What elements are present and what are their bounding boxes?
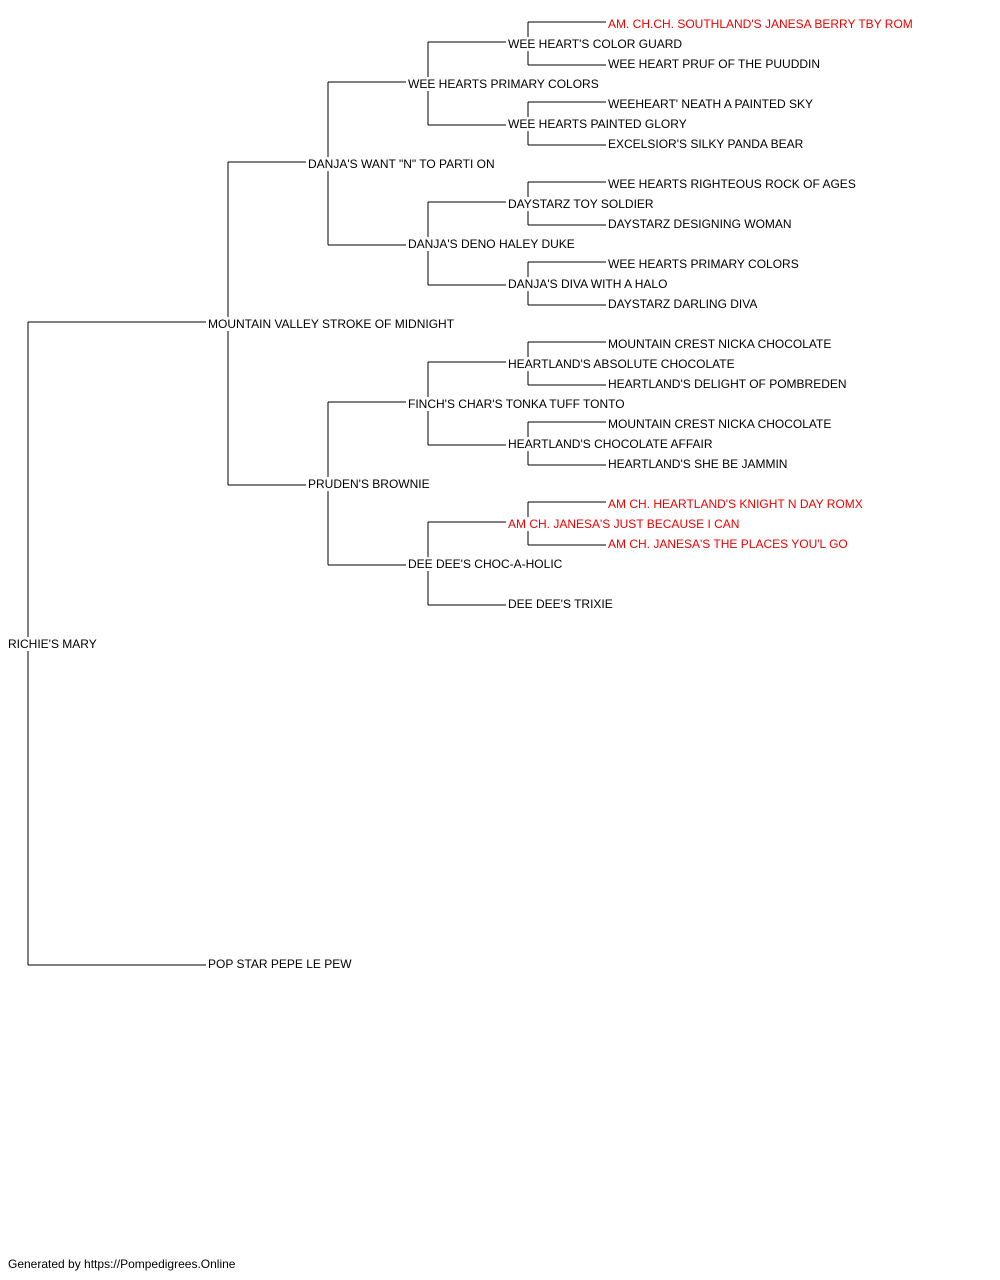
dog-name-sdsd: HEARTLAND'S CHOCOLATE AFFAIR (508, 437, 713, 451)
dog-name-sssd: WEE HEARTS PAINTED GLORY (508, 117, 687, 131)
dog-name-sd: PRUDEN'S BROWNIE (308, 477, 430, 491)
dog-name-sddss: AM CH. HEARTLAND'S KNIGHT N DAY ROMX (608, 497, 863, 511)
dog-name-sdd: DEE DEE'S CHOC-A-HOLIC (408, 557, 563, 571)
dog-name-sdsds: MOUNTAIN CREST NICKA CHOCOLATE (608, 417, 832, 431)
dog-name-ssss: WEE HEART'S COLOR GUARD (508, 37, 683, 51)
dog-name-root: RICHIE'S MARY (8, 637, 97, 651)
dog-name-ssds: DAYSTARZ TOY SOLDIER (508, 197, 654, 211)
dog-name-sddsd: AM CH. JANESA'S THE PLACES YOU'L GO (608, 537, 848, 551)
dog-name-sssdd: EXCELSIOR'S SILKY PANDA BEAR (608, 137, 804, 151)
dog-name-sdsss: MOUNTAIN CREST NICKA CHOCOLATE (608, 337, 832, 351)
dog-name-sssss: AM. CH.CH. SOUTHLAND'S JANESA BERRY TBY … (608, 17, 913, 31)
dog-name-ssssd: WEE HEART PRUF OF THE PUUDDIN (608, 57, 821, 71)
dog-name-ssd: DANJA'S DENO HALEY DUKE (408, 237, 575, 251)
dog-name-sss: WEE HEARTS PRIMARY COLORS (408, 77, 599, 91)
dog-name-sdssd: HEARTLAND'S DELIGHT OF POMBREDEN (608, 377, 847, 391)
dog-name-sssds: WEEHEART' NEATH A PAINTED SKY (608, 97, 814, 111)
dog-name-ssddd: DAYSTARZ DARLING DIVA (608, 297, 758, 311)
dog-name-ssdss: WEE HEARTS RIGHTEOUS ROCK OF AGES (608, 177, 856, 191)
dog-name-ssdds: WEE HEARTS PRIMARY COLORS (608, 257, 799, 271)
dog-name-sdds: AM CH. JANESA'S JUST BECAUSE I CAN (508, 517, 740, 531)
dog-name-sds: FINCH'S CHAR'S TONKA TUFF TONTO (408, 397, 625, 411)
dog-name-ssdsd: DAYSTARZ DESIGNING WOMAN (608, 217, 792, 231)
dog-name-ssdd: DANJA'S DIVA WITH A HALO (508, 277, 668, 291)
dog-name-ss: DANJA'S WANT "N" TO PARTI ON (308, 157, 495, 171)
dog-name-sddd: DEE DEE'S TRIXIE (508, 597, 613, 611)
dog-name-d: POP STAR PEPE LE PEW (208, 957, 352, 971)
generated-by-footer: Generated by https://Pompedigrees.Online (8, 1257, 236, 1271)
dog-name-sdss: HEARTLAND'S ABSOLUTE CHOCOLATE (508, 357, 735, 371)
dog-name-sdsdd: HEARTLAND'S SHE BE JAMMIN (608, 457, 788, 471)
dog-name-s: MOUNTAIN VALLEY STROKE OF MIDNIGHT (208, 317, 455, 331)
